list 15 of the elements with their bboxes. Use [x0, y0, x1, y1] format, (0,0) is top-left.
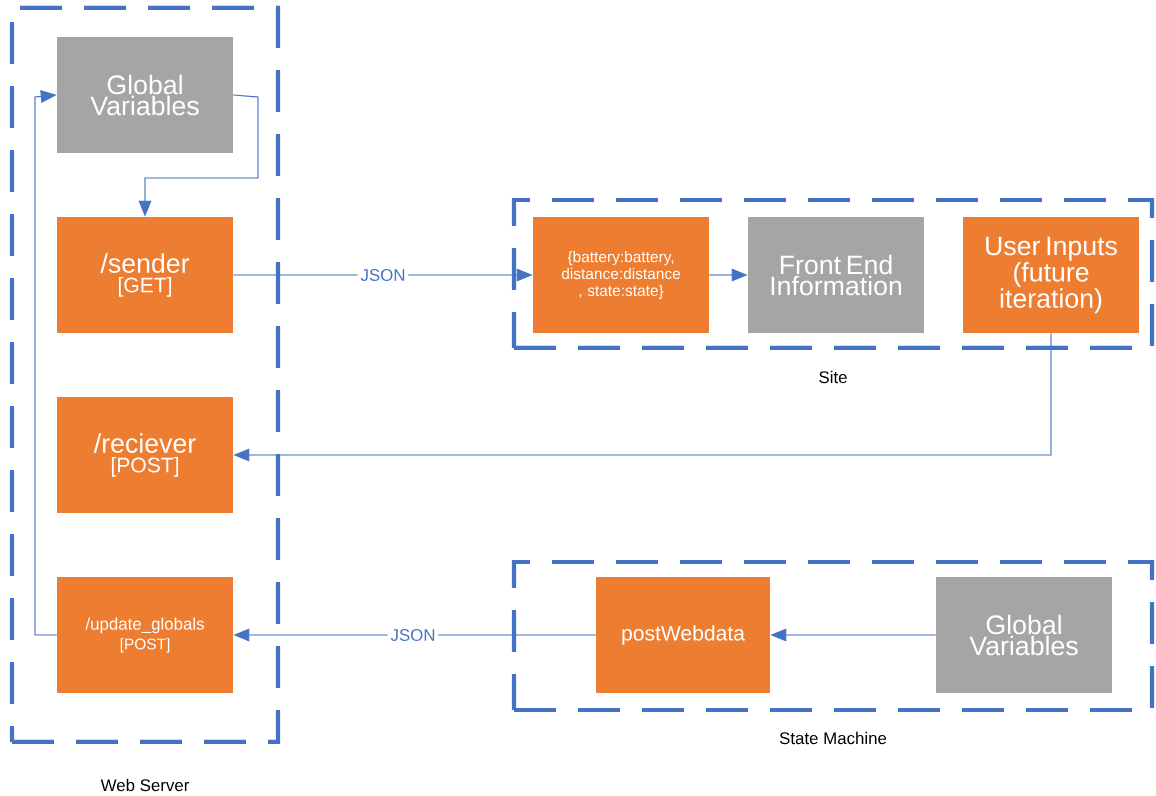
- node-label: State Machine: [779, 731, 887, 745]
- node-label: Site: [819, 370, 847, 384]
- process-box: Global Variables: [936, 577, 1112, 693]
- node-label: Web Server: [100, 778, 190, 792]
- arrow: [34, 89, 58, 636]
- process-box: Global Variables: [57, 37, 233, 153]
- process-box: /update_globals [POST]: [57, 577, 233, 693]
- process-box: /sender [GET]: [57, 217, 233, 333]
- edge-label: JSON: [357, 266, 409, 284]
- process-box: {battery:battery, distance:distance , state:state}: [533, 217, 709, 333]
- process-box: postWebdata: [596, 577, 770, 693]
- process-box: User Inputs (future iteration): [963, 217, 1139, 333]
- process-box: /reciever [POST]: [57, 397, 233, 513]
- process-box: Front End Information: [748, 217, 924, 333]
- edge-label: JSON: [387, 626, 439, 644]
